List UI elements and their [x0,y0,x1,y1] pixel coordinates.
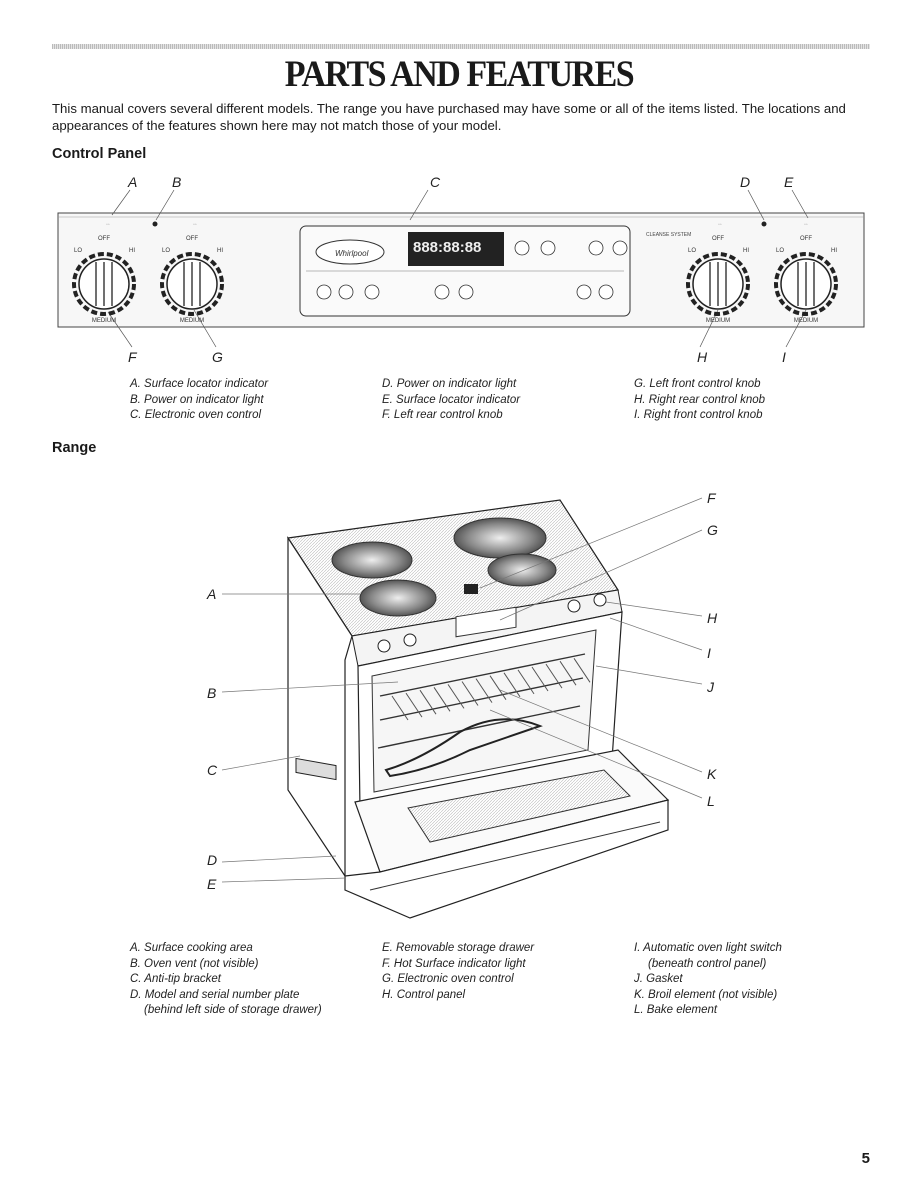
rack-bar [405,692,423,718]
callout-leader-line [489,709,703,799]
svg-text:▫▫: ▫▫ [718,222,722,228]
knob-hi-label: HI [831,248,837,254]
control-panel-illustration: ▫▫ ▫▫ ▫▫ ▫▫ LO HI OFF MEDIUM LO HI OFF MEDIUM LO HI… [57,189,865,348]
oven-control-button [434,284,450,300]
callout-a: A [128,174,138,190]
callout-leader-line [479,497,703,589]
knob-off-label: OFF [98,236,110,242]
range-legend-col1: A. Surface cooking area B. Oven vent (no… [130,942,322,1016]
callout-h: H [697,349,708,365]
right-rear-control-knob: LO HI OFF MEDIUM [686,236,750,324]
oven-control-button [458,284,474,300]
rack-bar [531,666,549,692]
rack-bar [489,675,507,700]
callout-d: D [740,174,751,190]
range-callout-a: A [207,586,217,602]
rack-bar [447,684,465,709]
range-callout-h: H [707,610,718,626]
knob-medium-label: MEDIUM [180,318,204,324]
rack-bar [391,695,409,721]
oven-control-button [540,240,556,256]
range-callout-l: L [707,793,715,809]
oven-control-button [338,284,354,300]
rack-bar [545,663,563,689]
callout-leader-line [595,665,703,685]
oven-control-button [364,284,380,300]
oven-display: 888:88:88 [413,239,481,256]
callout-c: C [430,174,441,190]
range-callout-e: E [207,876,217,892]
left-front-control-knob: LO HI OFF MEDIUM [160,236,224,324]
range-callout-b: B [207,685,217,701]
svg-text:▫▫: ▫▫ [193,222,197,228]
callout-b: B [172,174,182,190]
callout-g: G [212,349,223,365]
callout-e: E [784,174,794,190]
knob-lo-label: LO [74,248,82,254]
callout-leader-line [499,689,703,773]
rack-bar [419,689,437,715]
range-callout-j: J [707,679,714,695]
right-front-control-knob: LO HI OFF MEDIUM [774,236,838,324]
callout-leader-line [499,529,703,621]
knob-medium-label: MEDIUM [794,318,818,324]
knob-hi-label: HI [743,248,749,254]
page-title: PARTS AND FEATURES [284,54,635,95]
rack-bar [517,669,535,695]
range-heading: Range [52,440,97,456]
range-callout-d: D [207,852,218,868]
oven-control-button [316,284,332,300]
callout-i: I [782,349,786,365]
page-number: 5 [861,1150,870,1167]
knob-off-label: OFF [186,236,198,242]
left-rear-control-knob: LO HI OFF MEDIUM [72,236,136,324]
range-callout-k: K [707,766,717,782]
knob-lo-label: LO [162,248,170,254]
brand-logo: Whirlpool [335,249,369,258]
control-panel-heading: Control Panel [52,146,147,162]
callout-leader-line [609,617,703,651]
knob-lo-label: LO [688,248,696,254]
callout-leader-line [221,681,399,693]
svg-text:▫▫: ▫▫ [804,222,808,228]
intro-paragraph: This manual covers several different mod… [52,101,846,133]
callout-leader-line [221,755,301,771]
system-label: CLEANSE SYSTEM [646,232,691,238]
knob-off-label: OFF [712,236,724,242]
svg-text:▫▫: ▫▫ [106,222,110,228]
rack-bar [573,658,591,683]
header-rule [52,44,870,49]
rack-bar [433,687,451,712]
cp-legend-col1: A. Surface locator indicator B. Power on… [130,378,269,421]
oven-control-button [598,284,614,300]
knob-hi-label: HI [129,248,135,254]
knob-medium-label: MEDIUM [92,318,116,324]
callout-leader-line [221,855,337,863]
cp-legend-col2: D. Power on indicator light E. Surface l… [382,378,521,421]
cp-legend-col3: G. Left front control knob H. Right rear… [634,378,766,421]
oven-control-button [576,284,592,300]
range-callout-c: C [207,762,218,778]
callout-f: F [128,349,137,365]
range-legend-col3: I. Automatic oven light switch (beneath … [634,942,782,1016]
knob-medium-label: MEDIUM [706,318,730,324]
range-legend-col2: E. Removable storage drawer F. Hot Surfa… [382,942,535,1001]
rack-bar [503,672,521,698]
callout-leader-line [221,877,347,883]
knob-off-label: OFF [800,236,812,242]
rack-bar [475,678,493,703]
range-callout-g: G [707,522,718,538]
range-callout-i: I [707,645,711,661]
range-callout-f: F [707,490,716,506]
rack-bar [559,660,577,686]
range-illustration [221,497,703,919]
knob-lo-label: LO [776,248,784,254]
oven-control-button [588,240,604,256]
oven-control-button [514,240,530,256]
callout-leader-line [605,601,703,617]
oven-control-button [612,240,628,256]
knob-hi-label: HI [217,248,223,254]
rack-bar [461,681,479,706]
